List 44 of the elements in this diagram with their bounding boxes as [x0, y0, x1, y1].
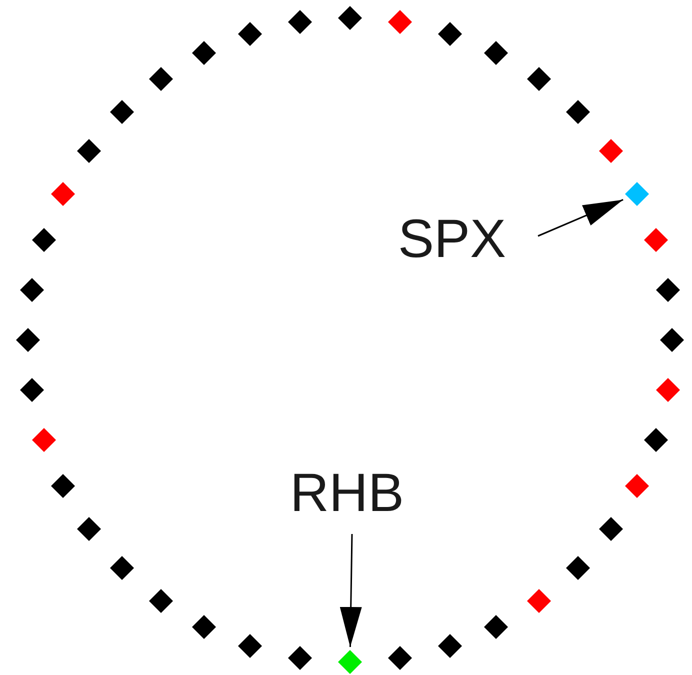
diamond-marker [656, 278, 680, 302]
diamond-marker [660, 328, 684, 352]
diamond-marker [527, 67, 552, 92]
marker-label: RHB [290, 466, 404, 520]
diamond-marker [644, 228, 668, 252]
diamond-marker [32, 428, 56, 452]
diamond-marker [77, 517, 102, 542]
diamond-marker [238, 22, 262, 46]
diamond-marker [110, 100, 134, 124]
diamond-marker [484, 41, 508, 66]
diamond-marker [148, 67, 173, 92]
diamond-marker [288, 10, 312, 34]
diamond-marker [32, 228, 56, 252]
diamond-marker [527, 588, 552, 612]
diamond-marker [598, 517, 622, 542]
diamond-marker [77, 138, 102, 163]
diamond-marker [192, 614, 216, 639]
diamond-marker [388, 10, 412, 34]
diamond-marker [148, 588, 173, 612]
leader-arrow [538, 199, 624, 237]
diamond-marker [338, 6, 362, 30]
diamond-marker [438, 22, 462, 46]
diamond-marker [484, 614, 508, 639]
diamond-marker [20, 278, 44, 302]
diamond-marker [20, 378, 44, 402]
diamond-marker [644, 428, 668, 452]
diamond-marker [338, 650, 362, 674]
marker-label: SPX [398, 212, 506, 266]
diamond-marker [110, 556, 134, 580]
diamond-marker [238, 634, 262, 658]
diamond-marker [51, 474, 76, 498]
diamond-marker [16, 328, 40, 352]
diamond-marker [288, 646, 312, 670]
diamond-marker [656, 378, 680, 402]
diamond-marker [624, 182, 649, 206]
diamond-marker [438, 634, 462, 658]
diamond-marker [598, 138, 622, 163]
diamond-marker [624, 474, 649, 498]
diamond-marker [566, 100, 590, 124]
diamond-marker [192, 41, 216, 66]
diamond-marker [566, 556, 590, 580]
diamond-marker [51, 182, 76, 206]
leader-arrow [340, 534, 362, 648]
diamond-marker [388, 646, 412, 670]
